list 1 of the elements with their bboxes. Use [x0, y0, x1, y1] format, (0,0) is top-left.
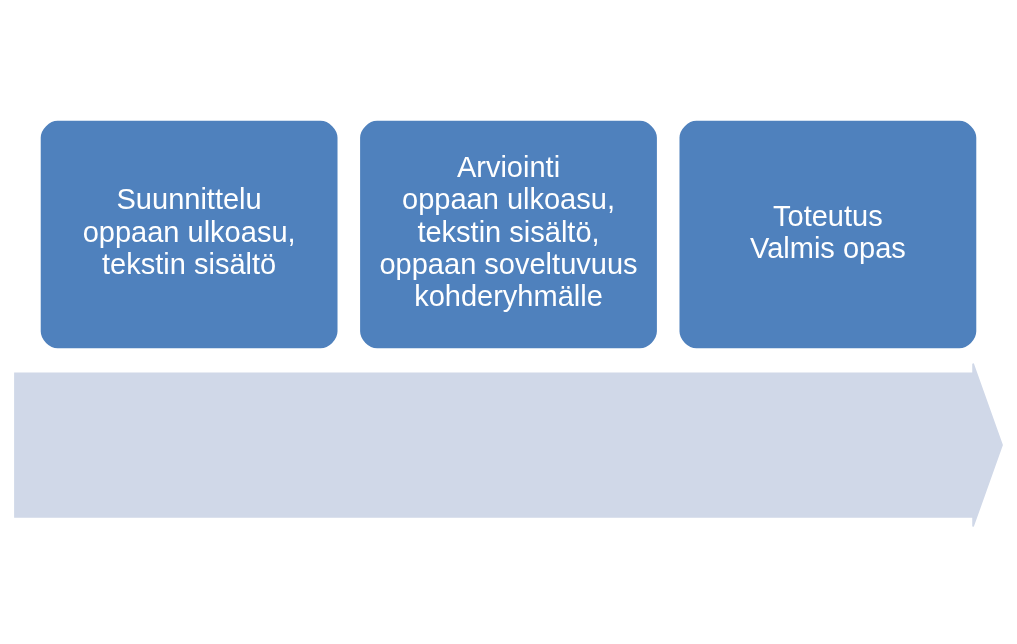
node-arrow — [14, 362, 1003, 527]
